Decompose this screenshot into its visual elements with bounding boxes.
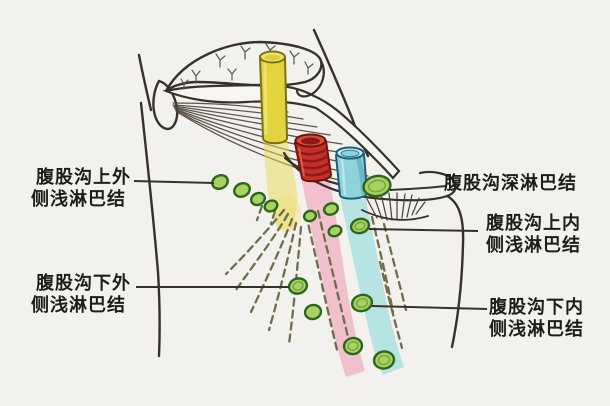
label-superomedial-superficial-nodes: 腹股沟上内 侧浅淋巴结 xyxy=(486,212,581,256)
label-superolateral-superficial-nodes: 腹股沟上外 侧浅淋巴结 xyxy=(31,166,131,210)
lymph-nodes xyxy=(211,174,396,370)
lymph-node xyxy=(249,191,267,207)
thigh-contour xyxy=(445,194,465,349)
spermatic-cord xyxy=(258,50,289,145)
lymph-node xyxy=(263,199,279,213)
lymph-node xyxy=(322,202,340,216)
ligament-top-surface xyxy=(164,40,323,92)
leader-lines xyxy=(133,180,488,310)
leader-line xyxy=(371,305,488,310)
label-line: 腹股沟下内 xyxy=(489,297,584,317)
lymph-node xyxy=(350,293,374,313)
lymph-node xyxy=(372,350,396,370)
lymph-node xyxy=(287,277,309,295)
pectineus-fan xyxy=(361,192,429,221)
vein-band xyxy=(340,196,404,375)
label-line: 侧浅淋巴结 xyxy=(31,295,126,315)
label-line: 侧浅淋巴结 xyxy=(489,319,584,339)
lymph-node xyxy=(327,224,343,238)
label-line: 腹股沟深淋巴结 xyxy=(444,173,577,193)
lymph-node xyxy=(302,209,318,223)
label-inferolateral-superficial-nodes: 腹股沟下外 侧浅淋巴结 xyxy=(31,272,131,316)
label-line: 侧浅淋巴结 xyxy=(486,235,581,255)
label-inferomedial-superficial-nodes: 腹股沟下内 侧浅淋巴结 xyxy=(489,296,584,340)
label-line: 腹股沟下外 xyxy=(36,273,131,293)
vessel-branch-marks xyxy=(180,43,314,90)
lymph-node xyxy=(349,217,371,235)
lymph-node xyxy=(211,174,229,190)
label-deep-inguinal-nodes: 腹股沟深淋巴结 xyxy=(444,172,577,194)
lymph-node xyxy=(342,336,364,356)
spermatic-cord-band xyxy=(263,140,301,232)
lymph-node xyxy=(303,303,323,321)
leader-line xyxy=(389,185,447,191)
label-line: 腹股沟上内 xyxy=(486,213,581,233)
label-line: 侧浅淋巴结 xyxy=(31,189,126,209)
femoral-artery xyxy=(293,133,333,183)
leader-line xyxy=(368,228,479,232)
label-line: 腹股沟上外 xyxy=(36,167,131,187)
femoral-vein xyxy=(334,146,369,200)
deep-inguinal-lymph-node xyxy=(362,174,392,198)
leader-line xyxy=(133,180,215,184)
lymph-node xyxy=(233,182,251,198)
